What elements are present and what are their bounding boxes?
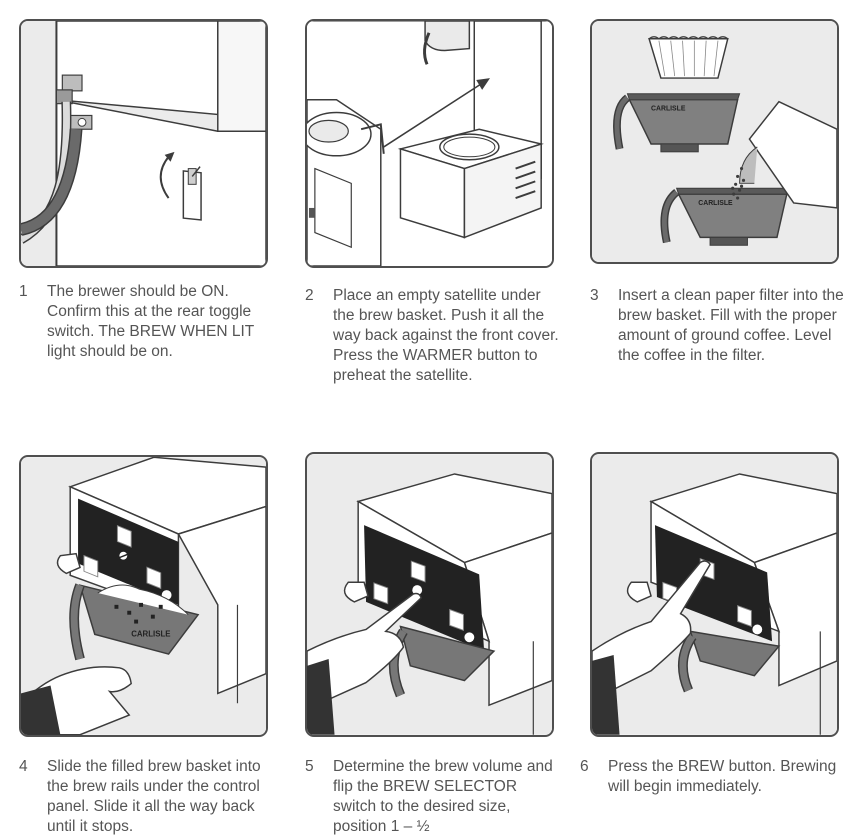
step-text: The brewer should be ON. Confirm this at… [47, 283, 254, 360]
rear-toggle-switch-drawing [21, 21, 266, 266]
filter-and-grounds-drawing: CARLISLE CARLISLE [592, 21, 837, 262]
toggle-switch-icon [182, 166, 202, 221]
step-number: 4 [19, 758, 28, 775]
coffee-bag-icon [739, 100, 837, 209]
step-text: Insert a clean paper filter into the bre… [618, 287, 844, 364]
warmer-base [397, 128, 544, 239]
step-5-illustration [305, 452, 554, 737]
step-text: Slide the filled brew basket into the br… [47, 758, 261, 835]
spray-head-icon [56, 552, 81, 575]
step-number: 1 [19, 283, 28, 300]
slide-brew-basket-drawing: CARLISLE [21, 457, 266, 735]
satellite-placement-drawing [307, 21, 552, 266]
step-number: 6 [580, 758, 589, 775]
spray-head-icon [626, 581, 652, 603]
pointing-hand-icon [592, 560, 711, 735]
paper-filter-icon [648, 36, 729, 79]
brew-basket-icon: CARLISLE [69, 583, 200, 661]
step-text: Place an empty satellite under the brew … [333, 287, 559, 384]
step-6-illustration [590, 452, 839, 737]
step-number: 3 [590, 287, 599, 304]
push-arrow-icon [383, 81, 485, 148]
rotate-arrow-icon [159, 156, 170, 199]
brew-basket-lower: CARLISLE [660, 187, 790, 246]
control-panel [654, 525, 773, 642]
step-4-illustration: CARLISLE [19, 455, 268, 737]
step-3-illustration: CARLISLE CARLISLE [590, 19, 839, 264]
spray-head-icon [343, 581, 369, 603]
press-brew-button-drawing [592, 454, 837, 735]
basket-brand-label-4: CARLISLE [131, 629, 170, 638]
control-panel [364, 525, 485, 652]
coffee-grounds-icon [731, 166, 746, 200]
basket-brand-label-lower: CARLISLE [698, 200, 733, 207]
satellite-server-icon [307, 98, 385, 266]
spout-icon [423, 32, 431, 65]
step-1-illustration [19, 19, 268, 268]
basket-brand-label: CARLISLE [651, 106, 686, 113]
step-text: Determine the brew volume and flip the B… [333, 758, 553, 835]
brew-selector-switch-icon [412, 585, 423, 595]
step-number: 5 [305, 758, 314, 775]
step-text: Press the BREW button. Brewing will begi… [608, 758, 837, 795]
brew-selector-switch-drawing [307, 454, 552, 735]
hand-icon [21, 666, 132, 735]
step-2-illustration [305, 19, 554, 268]
pointing-hand-icon [307, 592, 422, 735]
step-number: 2 [305, 287, 314, 304]
brew-basket-upper: CARLISLE [613, 93, 741, 153]
control-panel [78, 498, 179, 605]
